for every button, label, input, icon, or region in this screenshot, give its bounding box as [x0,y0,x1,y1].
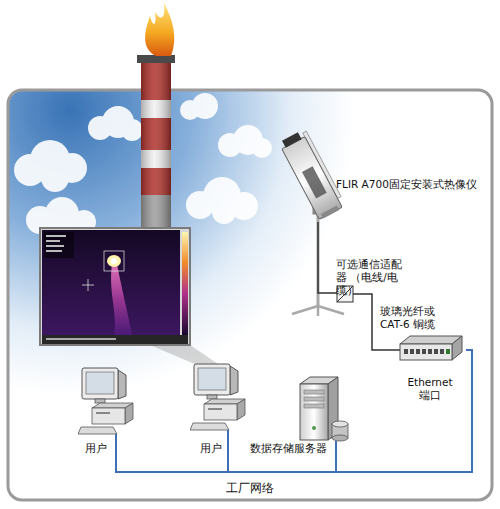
switch-node: Ethernet 端口 [394,334,466,406]
thermal-camera [282,137,343,220]
adapter-node: 可选通信适配器 （电线/电缆） [334,256,418,304]
chimney [137,55,175,63]
thermal-screenshot [46,240,60,242]
thermal-screenshot [40,228,190,345]
network-connector [116,350,472,472]
user-computer [78,368,133,434]
storage-server [332,421,348,427]
user-computer [115,434,117,460]
user-computer [190,364,245,430]
cloud [41,164,69,192]
thermal-screenshot [111,264,132,335]
chimney [137,55,175,230]
user-node: 用户 [188,360,246,460]
chimney [141,62,171,230]
user-node: 用户 [76,364,134,460]
user-computer [78,368,133,460]
thermal-screenshot [88,279,89,291]
thermal-screenshot [107,255,121,267]
ethernet-switch [416,349,420,354]
thermal-screenshot [46,245,64,247]
thermal-camera [318,306,344,314]
device-label: 用户 [200,442,222,455]
cable-label: 玻璃光纤或 CAT-6 铜缆 [380,305,443,331]
cloud [121,119,143,141]
thermal-screenshot [42,230,180,335]
cloud [252,138,272,158]
thermal-screenshot [46,250,62,252]
cloud [212,200,236,224]
plant-frame [8,90,492,500]
ethernet-switch [440,349,444,354]
chimney [141,62,171,230]
sky-background [9,91,491,499]
ethernet-switch [404,349,408,354]
network-label: 工厂网络 [226,481,274,496]
device-label: Ethernet 端口 [407,376,452,402]
thermal-screenshot [44,232,74,258]
device-label: FLIR A700固定安装式热像仪 [336,178,477,191]
user-computer [190,364,245,460]
ethernet-switch [434,349,438,354]
server-node: 数据存储服务器 [248,372,350,460]
thermal-camera [278,129,346,221]
storage-server [304,390,324,394]
thermal-screenshot [46,338,116,340]
storage-server [312,426,316,430]
network-connector [336,350,472,472]
ethernet-switch [452,336,462,360]
thermal-screenshot [182,232,188,335]
thermal-screenshot [104,251,124,271]
thermal-screenshot [111,258,117,264]
ethernet-switch [446,349,450,354]
device-label: 用户 [85,442,107,455]
storage-server [304,397,324,401]
device-label: 数据存储服务器 [250,442,327,455]
storage-server [304,404,324,408]
thermal-screenshot [46,235,66,237]
flare-flame [145,3,174,56]
camera-node: FLIR A700固定安装式热像仪 [280,132,488,222]
ethernet-switch [394,336,462,360]
storage-server [300,384,328,440]
thermal-camera [321,206,339,219]
ethernet-switch [394,349,400,351]
thermal-camera [302,166,327,198]
cable-connector [318,222,334,293]
storage-server [335,441,337,460]
ethernet-switch [428,349,432,354]
thermal-camera [292,306,318,314]
ethernet-switch [400,344,452,360]
thermal-screenshot [42,335,188,344]
thermal-screenshot [40,228,190,345]
user-computer [227,430,229,460]
thermal-camera [317,306,320,316]
ethernet-switch [422,349,426,354]
ethernet-switch [410,349,414,354]
device-label: 可选通信适配器 （电线/电缆） [336,258,413,297]
cloud [192,93,218,119]
storage-server [332,435,348,441]
thermal-camera [282,132,302,148]
sky-background [9,91,491,499]
network-connector [228,350,472,472]
